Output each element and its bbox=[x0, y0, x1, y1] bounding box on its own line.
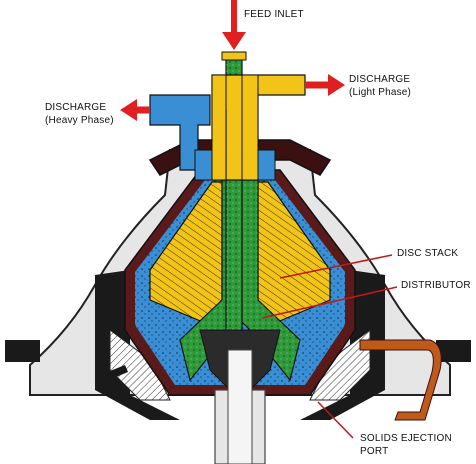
discharge-heavy-label: DISCHARGE bbox=[45, 102, 106, 113]
light-phase-column-left bbox=[211, 74, 227, 181]
distributor-label: DISTRIBUTOR bbox=[401, 280, 471, 291]
left-bracket bbox=[5, 340, 40, 362]
light-phase-column-right bbox=[241, 74, 259, 181]
disc-stack-label: DISC STACK bbox=[397, 248, 458, 259]
discharge-light-sub-label: (Light Phase) bbox=[349, 87, 411, 98]
solids-leader bbox=[317, 401, 354, 439]
feed-inlet-arrow bbox=[222, 0, 246, 50]
solids-ejection-port bbox=[359, 339, 442, 421]
discharge-heavy-sub-label: (Heavy Phase) bbox=[45, 115, 114, 126]
discharge-light-label: DISCHARGE bbox=[349, 74, 410, 85]
discharge-heavy-arrow bbox=[120, 99, 150, 121]
solids-ejection-label: SOLIDS EJECTION bbox=[360, 433, 452, 444]
housing-body bbox=[95, 270, 385, 420]
feed-inlet-label: FEED INLET bbox=[244, 9, 304, 20]
distributor-leader bbox=[261, 286, 398, 319]
disc-stack-leader bbox=[279, 254, 393, 279]
heavy-phase-collar-right bbox=[257, 149, 276, 181]
right-bracket bbox=[436, 340, 471, 362]
spindle-shaft-inner bbox=[227, 349, 253, 464]
port-marker bbox=[100, 365, 128, 382]
heavy-phase-collar-left bbox=[194, 149, 213, 181]
discharge-light-arrow bbox=[305, 74, 345, 96]
feed-pipe-cap bbox=[221, 51, 247, 61]
solids-ejection-sub-label: PORT bbox=[360, 446, 388, 457]
